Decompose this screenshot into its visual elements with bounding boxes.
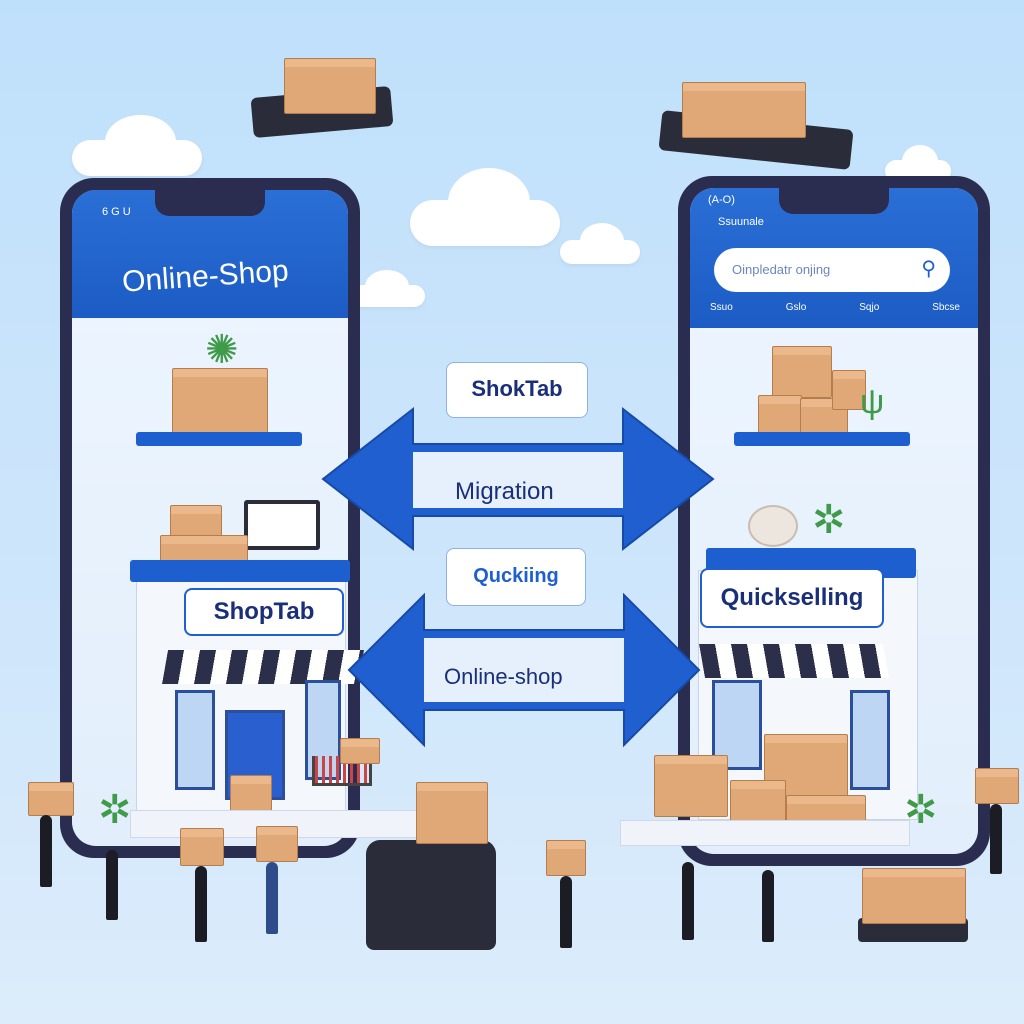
package-box bbox=[758, 395, 802, 439]
status-bar: (A-O) bbox=[708, 194, 735, 206]
package-box bbox=[654, 755, 728, 817]
header-text: Ssuunale bbox=[718, 216, 764, 228]
migration-double-arrow bbox=[321, 406, 715, 552]
computer-monitor-icon bbox=[244, 500, 320, 550]
nav-item[interactable]: Sbcse bbox=[932, 302, 960, 313]
cargo-box bbox=[682, 82, 806, 138]
person-carrying-box bbox=[266, 862, 278, 934]
arrow-label-migration: Migration bbox=[455, 478, 554, 505]
person-carrying-box bbox=[990, 804, 1002, 874]
shelf bbox=[136, 432, 302, 446]
online-shop-double-arrow bbox=[347, 592, 701, 748]
cactus-plant: ψ bbox=[860, 383, 885, 421]
search-bar[interactable]: Oinpledatr onjing ⚲ bbox=[714, 248, 950, 292]
striped-awning bbox=[162, 650, 364, 684]
status-bar: 6 G U bbox=[102, 206, 131, 218]
store-step bbox=[620, 820, 910, 846]
phone-notch bbox=[155, 190, 265, 216]
cloud bbox=[345, 269, 425, 307]
package-box bbox=[730, 780, 786, 826]
cloud bbox=[72, 114, 202, 176]
search-input[interactable]: Oinpledatr onjing bbox=[732, 262, 831, 277]
person-walking bbox=[682, 862, 694, 940]
person-carrying-box bbox=[195, 866, 207, 942]
cloud bbox=[560, 223, 640, 264]
badge-shoktab: ShokTab bbox=[446, 362, 588, 418]
carried-box bbox=[546, 840, 586, 876]
store-roof bbox=[130, 560, 350, 582]
potted-plant: ✲ bbox=[904, 788, 938, 832]
app-title: Online-Shop bbox=[121, 254, 290, 299]
arrow-label-online-shop: Online-shop bbox=[444, 664, 563, 689]
nav-bar: Ssuo Gslo Sqjo Sbcse bbox=[710, 302, 960, 313]
package-box bbox=[340, 738, 380, 764]
person-walking bbox=[762, 870, 774, 942]
person-carrying-box bbox=[106, 850, 118, 920]
person-carrying-box bbox=[560, 876, 572, 948]
nav-item[interactable]: Gslo bbox=[785, 302, 807, 313]
cloud bbox=[410, 167, 560, 246]
fern-plant: ✺ bbox=[205, 328, 239, 372]
shelf bbox=[734, 432, 910, 446]
striped-awning bbox=[699, 644, 889, 678]
carried-box bbox=[256, 826, 298, 862]
carried-box bbox=[28, 782, 74, 816]
package-box bbox=[862, 868, 966, 924]
package-box bbox=[416, 782, 488, 844]
package-box bbox=[832, 370, 866, 410]
store-window bbox=[850, 690, 890, 790]
potted-plant: ✲ bbox=[98, 788, 132, 832]
package-box bbox=[772, 346, 832, 398]
app-header: (A-O) Ssuunale Oinpledatr onjing ⚲ Ssuo … bbox=[690, 188, 978, 328]
search-icon[interactable]: ⚲ bbox=[921, 258, 936, 280]
package-box bbox=[172, 368, 268, 444]
person-carrying-box bbox=[40, 815, 52, 887]
delivery-van bbox=[366, 840, 496, 950]
cargo-box bbox=[284, 58, 376, 114]
carried-box bbox=[975, 768, 1019, 804]
store-sign-shoptab: ShopTab bbox=[184, 588, 344, 636]
badge-quckiing: Quckiing bbox=[446, 548, 586, 606]
potted-plant: ✲ bbox=[812, 498, 846, 542]
tape-roll-icon bbox=[748, 505, 798, 547]
carried-box bbox=[180, 828, 224, 866]
store-sign-quickselling: Quickselling bbox=[700, 568, 884, 628]
nav-item[interactable]: Sqjo bbox=[859, 302, 880, 313]
store-window bbox=[175, 690, 215, 790]
nav-item[interactable]: Ssuo bbox=[710, 302, 733, 313]
phone-notch bbox=[779, 188, 889, 214]
